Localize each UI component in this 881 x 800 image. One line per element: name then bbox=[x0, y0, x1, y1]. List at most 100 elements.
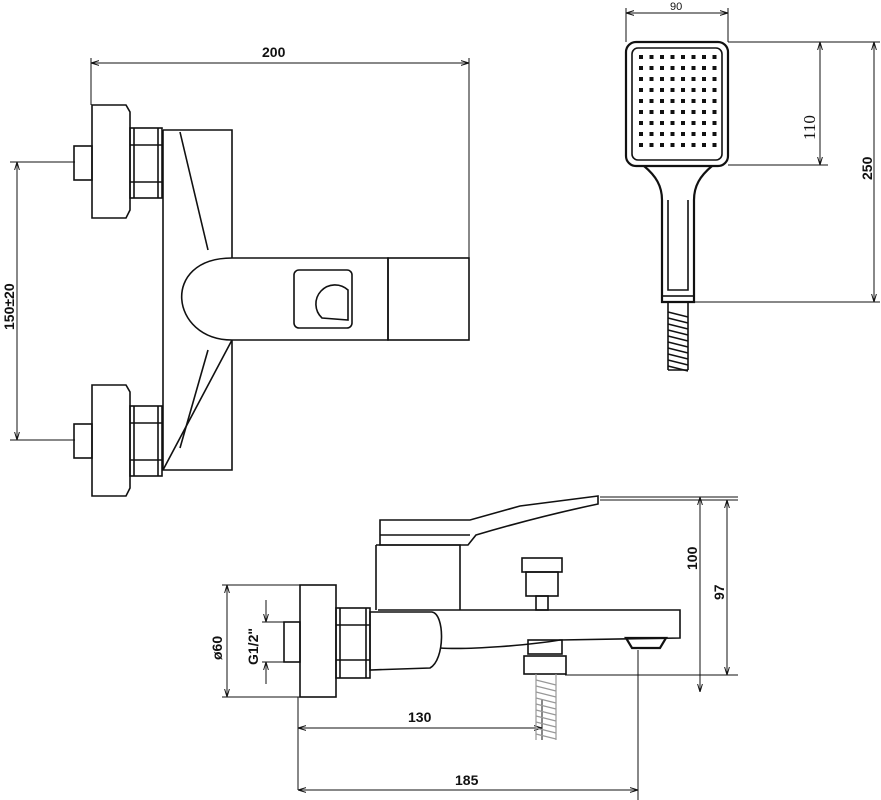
dimension-label-side-spout: 97 bbox=[711, 584, 727, 600]
side-hose-coil-line bbox=[535, 703, 557, 710]
nozzle-dot bbox=[681, 88, 685, 92]
nozzle-dot bbox=[660, 77, 664, 81]
dimension-label-shower-total: 250 bbox=[859, 156, 875, 180]
nozzle-dot bbox=[712, 121, 717, 125]
nozzle-dot bbox=[702, 88, 706, 92]
nozzle-dot bbox=[660, 55, 664, 59]
nozzle-dot bbox=[639, 77, 643, 81]
nozzle-dot bbox=[702, 110, 706, 114]
nozzle-dot bbox=[712, 88, 717, 92]
dimension-side-total: 100 bbox=[565, 496, 738, 692]
nozzle-dot bbox=[702, 121, 706, 125]
nozzle-dot bbox=[691, 110, 696, 114]
nozzle-dot bbox=[670, 121, 675, 125]
dimension-label-side-depth: 185 bbox=[455, 772, 479, 788]
shower-nozzles bbox=[639, 55, 717, 147]
nozzle-dot bbox=[670, 88, 675, 92]
side-hose-coil-line bbox=[535, 709, 557, 716]
hose-coil-line bbox=[667, 365, 689, 372]
dimension-label-top-width: 200 bbox=[262, 44, 286, 60]
nozzle-dot bbox=[681, 132, 685, 136]
nozzle-dot bbox=[660, 121, 664, 125]
nozzle-dot bbox=[702, 132, 706, 136]
side-hose-coil-line bbox=[535, 733, 557, 740]
nozzle-dot bbox=[691, 55, 696, 59]
nozzle-dot bbox=[649, 55, 654, 59]
nozzle-dot bbox=[639, 143, 643, 147]
nozzle-dot bbox=[649, 77, 654, 81]
nozzle-dot bbox=[660, 143, 664, 147]
nozzle-dot bbox=[670, 55, 675, 59]
side-hose-coil-line bbox=[535, 679, 557, 686]
nozzle-dot bbox=[712, 55, 717, 59]
shower-outlet bbox=[523, 639, 567, 740]
nozzle-dot bbox=[649, 132, 654, 136]
nozzle-dot bbox=[681, 121, 685, 125]
dimension-label-shower-width: 90 bbox=[670, 1, 682, 13]
nozzle-dot bbox=[691, 88, 696, 92]
nozzle-dot bbox=[670, 110, 675, 114]
nozzle-dot bbox=[702, 66, 706, 70]
nozzle-dot bbox=[670, 77, 675, 81]
inlet-nut bbox=[335, 607, 371, 679]
nozzle-dot bbox=[649, 143, 654, 147]
nozzle-dot bbox=[660, 110, 664, 114]
hose-coil-line bbox=[667, 311, 689, 318]
nozzle-dot bbox=[681, 55, 685, 59]
nozzle-dot bbox=[639, 55, 643, 59]
side-hose-coil-line bbox=[535, 685, 557, 692]
nozzle-dot bbox=[681, 77, 685, 81]
dimension-top-width: 200 bbox=[90, 44, 470, 258]
inlet-pipe bbox=[283, 621, 301, 663]
nozzle-dot bbox=[639, 88, 643, 92]
shower-handle-inner bbox=[667, 200, 689, 291]
nozzle-dot bbox=[681, 66, 685, 70]
dimension-side-depth: 185 bbox=[298, 650, 639, 800]
nozzle-dot bbox=[702, 143, 706, 147]
hose-coil-line bbox=[667, 329, 689, 336]
diverter-knob bbox=[521, 557, 563, 611]
dimension-flange-diameter: ø60 bbox=[209, 584, 300, 698]
lever-handle bbox=[379, 495, 599, 546]
hose-coil-line bbox=[667, 317, 689, 324]
hose-coil-line bbox=[667, 359, 689, 366]
nozzle-dot bbox=[649, 99, 654, 103]
dimension-side-projection: 130 bbox=[297, 697, 543, 790]
dimension-label-shower-head: 110 bbox=[800, 115, 819, 140]
nozzle-dot bbox=[639, 110, 643, 114]
side-view: ø60 G1/2" 100 97 130 bbox=[209, 495, 738, 800]
nozzle-dot bbox=[681, 143, 685, 147]
hose-coil-line bbox=[667, 323, 689, 330]
dimension-shower-head: 110 bbox=[728, 41, 828, 166]
dimension-label-flange-diameter: ø60 bbox=[209, 636, 225, 660]
nozzle-dot bbox=[660, 99, 664, 103]
nozzle-dot bbox=[691, 132, 696, 136]
nozzle-dot bbox=[691, 99, 696, 103]
nozzle-dot bbox=[649, 121, 654, 125]
nozzle-dot bbox=[702, 77, 706, 81]
aerator bbox=[624, 636, 668, 650]
dimension-label-side-total: 100 bbox=[684, 546, 700, 570]
nozzle-dot bbox=[691, 77, 696, 81]
dimension-shower-total: 250 bbox=[695, 41, 880, 303]
shower-head-face bbox=[631, 47, 723, 161]
dimension-label-side-projection: 130 bbox=[408, 709, 432, 725]
nozzle-dot bbox=[670, 99, 675, 103]
nozzle-dot bbox=[702, 99, 706, 103]
nozzle-dot bbox=[691, 143, 696, 147]
upper-connector bbox=[73, 104, 163, 219]
nozzle-dot bbox=[649, 88, 654, 92]
hose-coil-line bbox=[667, 347, 689, 354]
nozzle-dot bbox=[670, 66, 675, 70]
nozzle-dot bbox=[712, 132, 717, 136]
mixer-body-top bbox=[161, 129, 470, 471]
dimension-thread: G1/2" bbox=[245, 600, 290, 684]
nozzle-dot bbox=[639, 66, 643, 70]
nozzle-dot bbox=[660, 66, 664, 70]
nozzle-dot bbox=[681, 110, 685, 114]
dimension-shower-width: 90 bbox=[625, 1, 729, 42]
side-hose-coil-line bbox=[535, 727, 557, 734]
lower-connector bbox=[73, 384, 163, 497]
wall-flange bbox=[299, 584, 337, 698]
nozzle-dot bbox=[691, 66, 696, 70]
